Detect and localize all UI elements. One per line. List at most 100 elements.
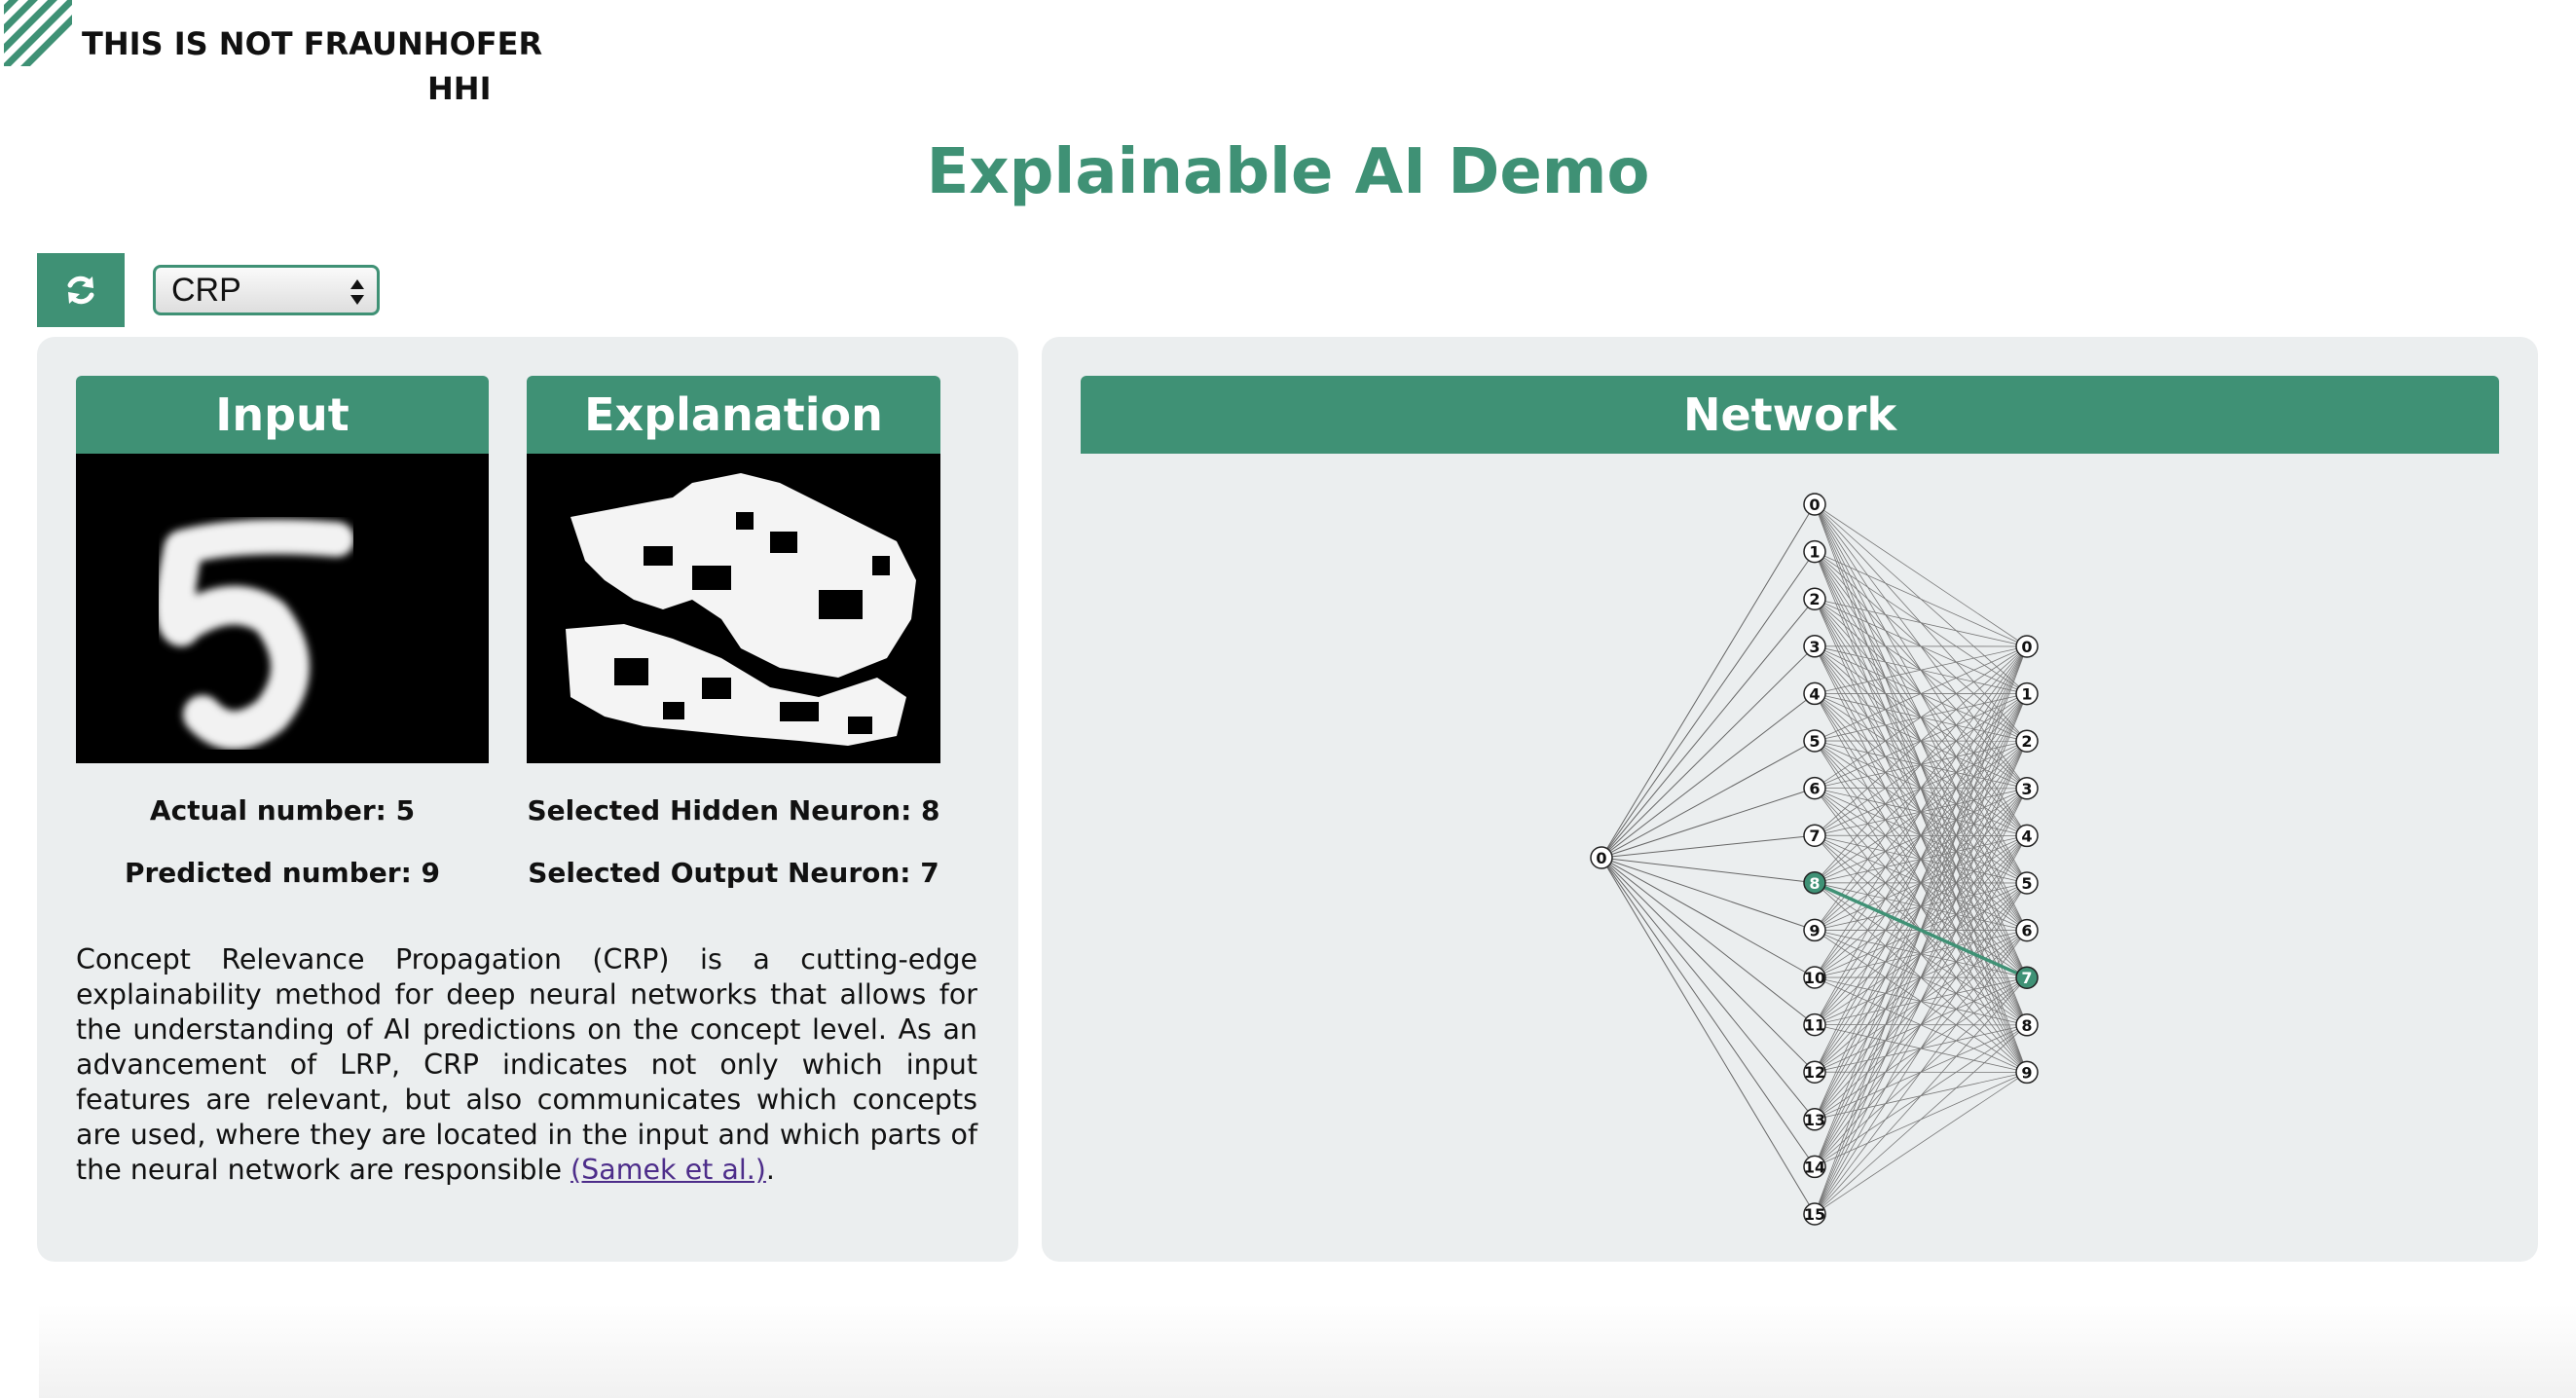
network-header: Network <box>1081 376 2499 454</box>
network-edge <box>1814 645 2028 694</box>
network-edge <box>1601 857 1816 1073</box>
network-node-label: 3 <box>2021 780 2032 798</box>
network-node-label: 9 <box>1809 921 1820 939</box>
network-node-label: 0 <box>2021 638 2032 656</box>
input-image <box>76 454 489 763</box>
network-node-label: 5 <box>1809 732 1820 751</box>
network-edge <box>1601 857 1816 1121</box>
explanation-image <box>527 454 940 763</box>
network-edge <box>1814 645 2028 884</box>
hidden-node-1[interactable]: 1 <box>1803 539 1826 564</box>
network-edge <box>1814 645 2028 789</box>
bottom-edge <box>39 1305 2576 1398</box>
output-node-7[interactable]: 7 <box>2015 966 2039 989</box>
hidden-node-7[interactable]: 7 <box>1803 824 1826 847</box>
hidden-node-4[interactable]: 4 <box>1803 681 1826 706</box>
network-node-label: 0 <box>1809 496 1820 514</box>
hidden-node-14[interactable]: 14 <box>1803 1155 1826 1179</box>
select-arrows-icon <box>350 279 364 305</box>
output-node-4[interactable]: 4 <box>2015 824 2039 848</box>
network-node-label: 13 <box>1804 1111 1825 1129</box>
input-header: Input <box>76 376 489 454</box>
network-edge <box>1601 645 1816 859</box>
selected-network-edge <box>1814 881 2028 979</box>
network-edge <box>1814 598 2028 647</box>
network-node-label: 11 <box>1804 1016 1825 1035</box>
network-node-label: 3 <box>1809 638 1820 656</box>
network-node-label: 9 <box>2021 1063 2032 1082</box>
hidden-node-2[interactable]: 2 <box>1803 587 1826 610</box>
hidden-node-11[interactable]: 11 <box>1803 1012 1826 1037</box>
network-edge <box>1601 857 1816 1025</box>
hidden-node-8[interactable]: 8 <box>1803 871 1826 895</box>
method-select-value: CRP <box>171 271 241 309</box>
network-node-label: 8 <box>1809 874 1820 893</box>
network-edge <box>1814 645 2028 836</box>
network-edge <box>1814 645 2028 1025</box>
network-edge <box>1814 882 2028 1215</box>
hidden-node-5[interactable]: 5 <box>1803 729 1826 753</box>
network-edge <box>1814 1072 2028 1215</box>
network-edge <box>1814 788 2028 1215</box>
input-node[interactable]: 0 <box>1590 846 1613 869</box>
network-edge <box>1814 1024 2028 1215</box>
refresh-icon <box>67 276 94 305</box>
output-node-3[interactable]: 3 <box>2015 777 2039 800</box>
network-edge <box>1814 645 2028 978</box>
network-edge <box>1601 857 1816 884</box>
hidden-node-9[interactable]: 9 <box>1803 918 1826 942</box>
network-edge <box>1814 693 2028 1215</box>
output-node-1[interactable]: 1 <box>2015 681 2039 706</box>
logo-text-line1: THIS IS NOT FRAUNHOFER <box>82 25 543 62</box>
output-node-5[interactable]: 5 <box>2015 871 2039 895</box>
network-edge <box>1601 598 1816 859</box>
network-node-label: 0 <box>1596 849 1606 867</box>
network-edge <box>1814 930 2028 1215</box>
output-node-8[interactable]: 8 <box>2015 1013 2039 1037</box>
network-node-label: 1 <box>1809 543 1820 562</box>
refresh-button[interactable] <box>37 253 125 327</box>
network-edge <box>1814 645 2028 931</box>
network-edge <box>1601 834 1816 859</box>
network-node-label: 12 <box>1804 1063 1825 1082</box>
output-node-6[interactable]: 6 <box>2015 918 2039 942</box>
logo-text-line2: HHI <box>427 70 492 107</box>
network-node-label: 4 <box>2021 827 2032 845</box>
network-edge <box>1601 857 1816 978</box>
network-node-label: 2 <box>1809 590 1820 608</box>
selected-hidden-neuron-label: Selected Hidden Neuron: 8 <box>527 794 940 827</box>
network-edge <box>1601 503 1816 859</box>
output-node-9[interactable]: 9 <box>2015 1060 2039 1085</box>
network-edge <box>1601 857 1816 1215</box>
output-node-0[interactable]: 0 <box>2015 635 2039 658</box>
hidden-node-0[interactable]: 0 <box>1803 493 1826 516</box>
network-edge <box>1601 857 1816 931</box>
network-edge <box>1814 645 2028 1167</box>
network-edge <box>1814 835 2028 1215</box>
network-node-label: 15 <box>1804 1205 1825 1224</box>
logo: THIS IS NOT FRAUNHOFER HHI <box>4 0 542 117</box>
network-edge <box>1601 740 1816 859</box>
selected-output-neuron-label: Selected Output Neuron: 7 <box>528 857 939 889</box>
network-node-label: 7 <box>2021 969 2032 987</box>
hidden-node-10[interactable]: 10 <box>1803 966 1826 989</box>
network-edge <box>1814 741 2028 1215</box>
description-end: . <box>765 1154 775 1186</box>
network-edge <box>1814 645 2028 742</box>
network-edge <box>1814 976 2028 1215</box>
citation-link[interactable]: (Samek et al.) <box>570 1154 766 1186</box>
hidden-node-12[interactable]: 12 <box>1803 1060 1826 1084</box>
method-select[interactable]: CRP <box>153 265 380 315</box>
output-node-2[interactable]: 2 <box>2015 729 2039 753</box>
network-node-label: 6 <box>2021 922 2032 940</box>
network-node-label: 1 <box>2021 685 2032 704</box>
hidden-node-15[interactable]: 15 <box>1803 1202 1826 1226</box>
hidden-node-13[interactable]: 13 <box>1803 1108 1826 1131</box>
predicted-number-label: Predicted number: 9 <box>124 857 441 889</box>
network-edge <box>1814 503 2028 647</box>
network-edge <box>1814 645 2028 1073</box>
hidden-node-6[interactable]: 6 <box>1803 776 1826 800</box>
network-edge <box>1601 857 1816 1167</box>
hidden-node-3[interactable]: 3 <box>1803 635 1826 658</box>
